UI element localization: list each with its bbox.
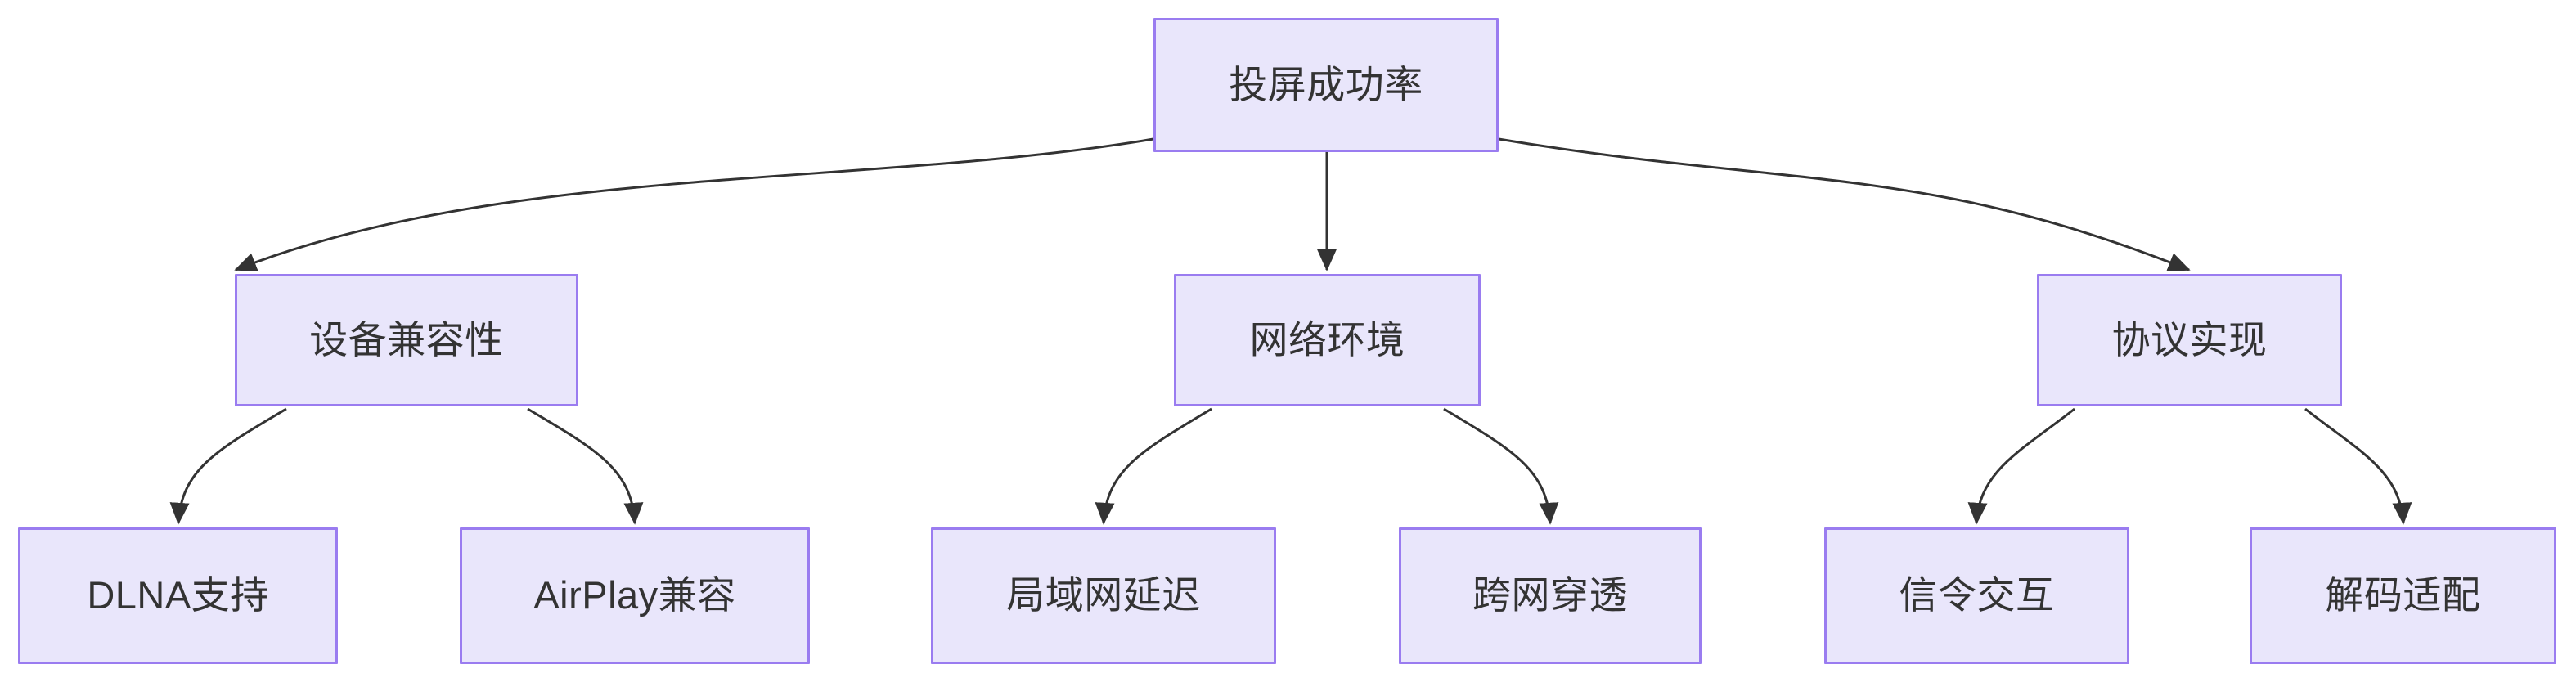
node-protocol[interactable]: 协议实现	[2037, 274, 2342, 406]
node-label-dlna: DLNA支持	[87, 573, 269, 617]
node-label-nat-traversal: 跨网穿透	[1472, 573, 1628, 617]
edge-network-to-nat-traversal	[1443, 407, 1559, 525]
node-signaling[interactable]: 信令交互	[1824, 527, 2129, 664]
edge-protocol-to-decode	[2304, 407, 2412, 525]
node-label-signaling: 信令交互	[1899, 573, 2055, 617]
node-decode[interactable]: 解码适配	[2250, 527, 2556, 664]
node-airplay[interactable]: AirPlay兼容	[460, 527, 810, 664]
edge-device-to-airplay	[527, 407, 644, 525]
node-label-root: 投屏成功率	[1229, 62, 1423, 106]
node-label-decode: 解码适配	[2325, 573, 2481, 617]
node-label-protocol: 协议实现	[2111, 317, 2268, 361]
edge-device-to-dlna	[169, 407, 287, 525]
node-root[interactable]: 投屏成功率	[1153, 18, 1499, 152]
node-device[interactable]: 设备兼容性	[235, 274, 578, 406]
node-label-device: 设备兼容性	[309, 317, 504, 361]
edge-network-to-lan-latency	[1095, 407, 1212, 525]
node-nat-traversal[interactable]: 跨网穿透	[1399, 527, 1702, 664]
node-lan-latency[interactable]: 局域网延迟	[931, 527, 1276, 664]
node-label-network: 网络环境	[1249, 317, 1405, 361]
node-network[interactable]: 网络环境	[1174, 274, 1481, 406]
node-label-lan-latency: 局域网延迟	[1006, 573, 1201, 617]
edge-root-to-protocol	[1498, 137, 2191, 271]
edge-protocol-to-signaling	[1967, 407, 2075, 525]
node-label-airplay: AirPlay兼容	[533, 573, 736, 617]
node-dlna[interactable]: DLNA支持	[18, 527, 338, 664]
edge-root-to-device	[234, 137, 1154, 272]
